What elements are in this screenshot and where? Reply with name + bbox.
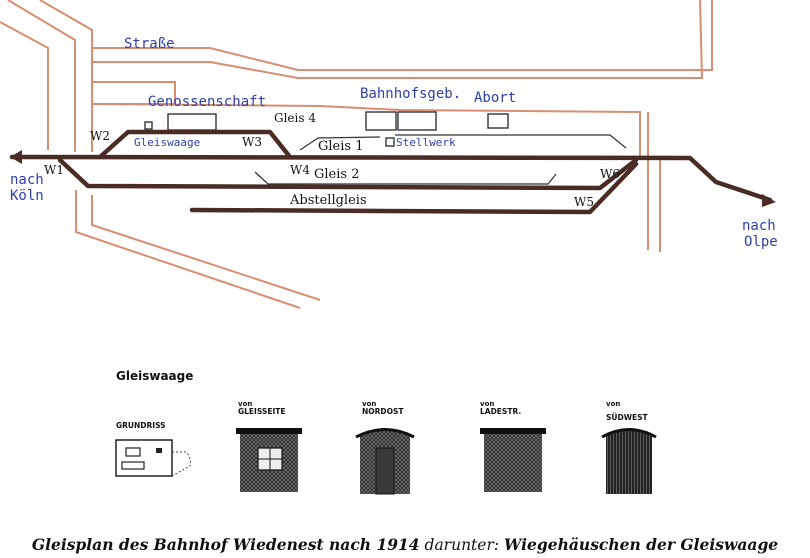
track-gleis-2 bbox=[57, 157, 639, 191]
gleiswaage-house bbox=[144, 121, 153, 130]
caption: Gleisplan des Bahnhof Wiedenest nach 191… bbox=[0, 532, 810, 558]
tracks bbox=[9, 129, 776, 215]
view-3-von: von bbox=[480, 400, 494, 408]
caption-part-2: darunter: bbox=[419, 536, 505, 554]
label-nach-olpe-2: Olpe bbox=[744, 234, 778, 250]
grundriss-plan bbox=[115, 439, 191, 477]
view-4-name: SÜDWEST bbox=[606, 413, 649, 422]
view-nordost bbox=[355, 428, 415, 495]
buildings bbox=[144, 111, 509, 147]
track-abstellgleis bbox=[189, 161, 639, 215]
abort-building bbox=[487, 113, 509, 129]
label-abort: Abort bbox=[474, 90, 516, 106]
view-4-von: von bbox=[606, 400, 620, 408]
label-w4: W4 bbox=[290, 163, 310, 177]
view-1-von: von bbox=[238, 400, 252, 408]
label-gleis-1: Gleis 1 bbox=[318, 139, 363, 154]
label-bahnhofsgeb: Bahnhofsgeb. bbox=[360, 86, 461, 102]
label-genossenschaft: Genossenschaft bbox=[148, 94, 266, 110]
label-gleiswaage: Gleiswaage bbox=[134, 136, 200, 149]
genossenschaft-building bbox=[167, 113, 217, 131]
label-w6: W6 bbox=[600, 167, 620, 181]
label-w2: W2 bbox=[90, 129, 110, 143]
label-gleis-4: Gleis 4 bbox=[274, 111, 316, 125]
arrow-koeln-icon bbox=[10, 150, 22, 164]
bahnhofsgebaeude-left bbox=[365, 111, 397, 131]
track-gleis-4 bbox=[97, 129, 293, 160]
label-nach-olpe-1: nach bbox=[742, 218, 776, 234]
label-nach-koeln-2: Köln bbox=[10, 188, 44, 204]
view-gleisseite bbox=[236, 428, 302, 492]
view-2-von: von bbox=[362, 400, 376, 408]
label-gleis-2: Gleis 2 bbox=[314, 167, 359, 182]
label-abstellgleis: Abstellgleis bbox=[289, 193, 367, 208]
caption-part-3: Wiegehäuschen der Gleiswaage bbox=[504, 535, 779, 554]
view-ladestrasse bbox=[480, 428, 546, 492]
roads bbox=[0, 0, 713, 309]
caption-part-1: Gleisplan des Bahnhof Wiedenest nach 191… bbox=[31, 535, 420, 554]
view-3-name: LADESTR. bbox=[480, 407, 521, 416]
grundriss-label: GRUNDRISS bbox=[116, 421, 166, 430]
label-w3: W3 bbox=[242, 135, 262, 149]
label-nach-koeln-1: nach bbox=[10, 172, 44, 188]
main-track bbox=[9, 154, 773, 203]
gleiswaage-title: Gleiswaage bbox=[116, 369, 193, 383]
stellwerk-building bbox=[385, 137, 395, 147]
view-suedwest bbox=[601, 428, 657, 494]
arrow-olpe-icon bbox=[762, 194, 776, 207]
label-stellwerk: Stellwerk bbox=[396, 136, 456, 149]
bahnhofsgebaeude-right bbox=[397, 111, 437, 131]
view-1-name: GLEISSEITE bbox=[238, 407, 285, 416]
label-w5: W5 bbox=[574, 195, 594, 209]
label-strasse: Straße bbox=[124, 36, 175, 52]
platforms bbox=[254, 134, 627, 185]
label-w1: W1 bbox=[44, 163, 64, 177]
view-2-name: NORDOST bbox=[362, 407, 404, 416]
